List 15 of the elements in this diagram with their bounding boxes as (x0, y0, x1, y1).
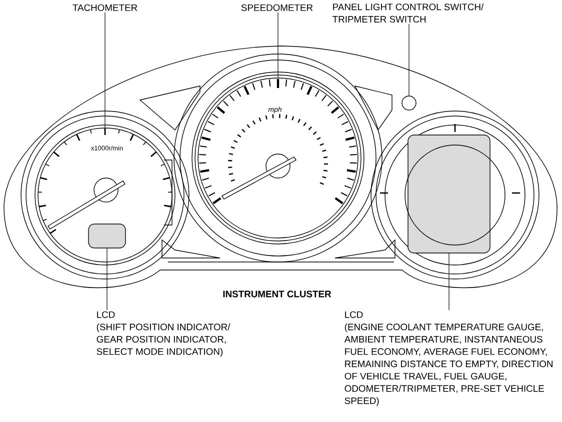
switch-button (402, 96, 416, 110)
speedometer-dial (198, 78, 358, 238)
leader-line (104, 12, 106, 128)
tachometer-dial (38, 128, 172, 262)
part-label: LCD (ENGINE COOLANT TEMPERATURE GAUGE, AMBIENT TEMPERATURE, INSTANTANEOUS FUEL ECONOMY, AVERAGE FUEL ECONOMY, REMAINING DISTANCE TO EMPTY, DIRECTION OF VEHICLE TRAVEL, FUEL GAUGE, ODOMETER/TRIPMETER, PRE-SET VEHICLE SPEED) (344, 311, 552, 406)
leader-line (106, 248, 108, 310)
caption: INSTRUMENT CLUSTER (223, 290, 332, 298)
leader-line (448, 253, 450, 310)
leader-line (408, 24, 410, 96)
lcd-screen (408, 134, 490, 254)
part-label: LCD (SHIFT POSITION INDICATOR/ GEAR POSITION INDICATOR, SELECT MODE INDICATION) (96, 311, 230, 357)
part-label: TACHOMETER (72, 4, 138, 11)
part-label: PANEL LIGHT CONTROL SWITCH/ TRIPMETER SWITCH (332, 3, 484, 23)
part-label: SPEEDOMETER (241, 4, 313, 11)
lcd-screen (88, 224, 126, 248)
